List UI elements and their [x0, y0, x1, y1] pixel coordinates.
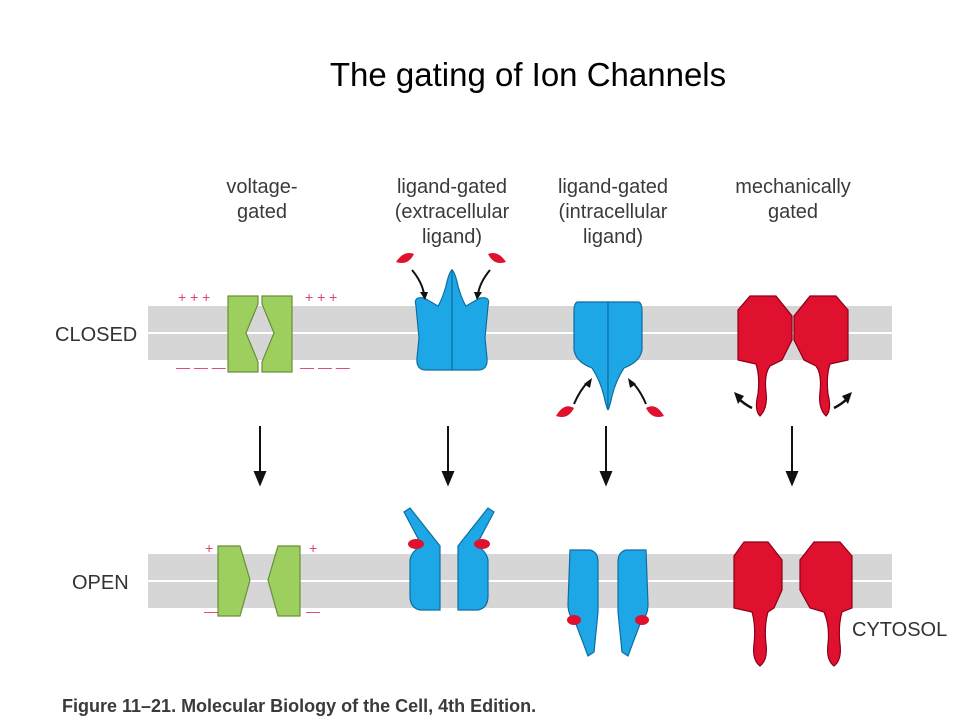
voltage-gated-label-1: voltage- — [226, 176, 297, 198]
charge-plus-right: + + + — [305, 289, 337, 305]
charge-plus-open-right: + — [309, 540, 317, 556]
ligand-extracellular-closed — [396, 253, 506, 300]
charge-minus-right: — — — — [300, 359, 350, 375]
intracellular-ligand-channel-closed — [573, 301, 643, 411]
extracellular-ligand-label-1: ligand-gated — [397, 176, 507, 198]
mechanically-gated-channel-closed — [737, 295, 849, 417]
extracellular-ligand-label-2: (extracellular — [395, 201, 510, 223]
open-row-label: OPEN — [72, 572, 129, 594]
charge-minus-open-right: — — [306, 603, 320, 619]
voltage-gated-channel-open — [217, 545, 301, 617]
ligand-intracellular-closed — [556, 378, 664, 417]
figure-caption: Figure 11–21. Molecular Biology of the C… — [62, 696, 536, 716]
charge-plus-open-left: + — [205, 540, 213, 556]
mechanically-gated-label-2: gated — [768, 201, 818, 223]
column-labels: voltage- gated ligand-gated (extracellul… — [226, 176, 850, 248]
charge-plus-left: + + + — [178, 289, 210, 305]
transition-arrows — [253, 426, 799, 487]
intracellular-ligand-label-1: ligand-gated — [558, 176, 668, 198]
cytosol-label: CYTOSOL — [852, 619, 947, 641]
charge-minus-left: — — — — [176, 359, 226, 375]
tension-arrows — [734, 392, 852, 410]
closed-row-label: CLOSED — [55, 324, 137, 346]
voltage-gated-channel-closed — [227, 295, 293, 373]
intracellular-ligand-channel-open — [567, 549, 649, 657]
slide-title: The gating of Ion Channels — [329, 56, 727, 93]
intracellular-ligand-label-2: (intracellular — [559, 201, 668, 223]
ligand-intracellular-open — [567, 615, 649, 625]
mechanically-gated-label-1: mechanically — [735, 176, 851, 198]
charge-minus-open-left: — — [204, 603, 218, 619]
ligand-extracellular-open — [408, 539, 490, 549]
mechanically-gated-channel-open — [733, 541, 853, 667]
voltage-gated-label-2: gated — [237, 201, 287, 223]
extracellular-ligand-label-3: ligand) — [422, 226, 482, 248]
extracellular-ligand-channel-closed — [414, 268, 490, 371]
intracellular-ligand-label-3: ligand) — [583, 226, 643, 248]
